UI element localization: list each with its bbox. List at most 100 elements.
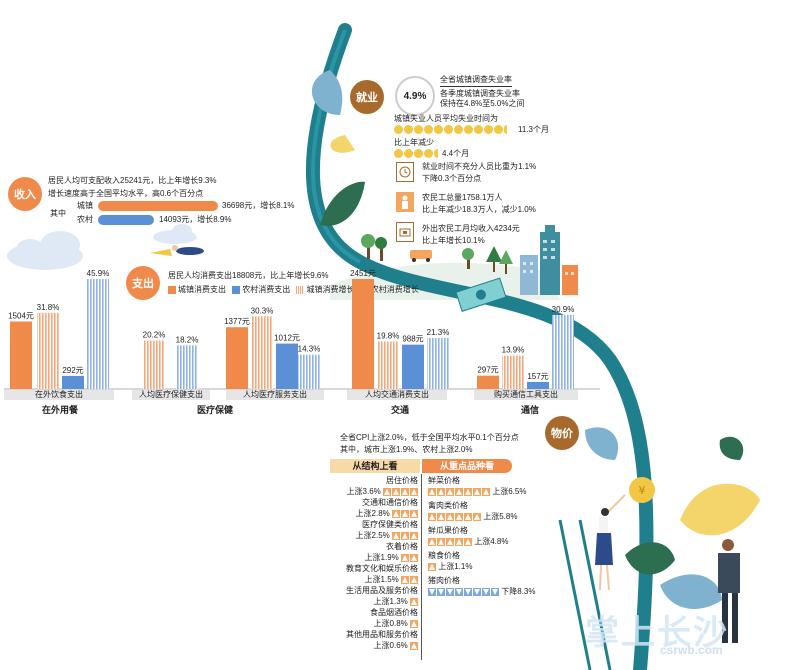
price-item-name: 交通和通信价格: [362, 498, 418, 507]
bar-rural-spend: [527, 381, 549, 389]
price-item-name: 猪肉价格: [428, 576, 460, 585]
leaf-icon: [680, 483, 760, 536]
price-up-icon: [410, 597, 418, 606]
month-dot-icon: [424, 125, 433, 134]
price-item-row: 上涨4.8%: [428, 536, 588, 547]
price-up-icon: [446, 487, 454, 496]
price-up-icon: [410, 509, 418, 518]
legend-rural-spend: 农村消费支出: [242, 285, 291, 294]
unemployment-time-dots: [394, 125, 508, 136]
income-rural-bar: [98, 215, 154, 225]
price-up-icon: [428, 512, 436, 521]
income-line1: 居民人均可支配收入25241元，比上年增长9.3%: [48, 176, 217, 185]
month-dot-icon: [394, 149, 403, 158]
month-dot-icon: [494, 125, 503, 134]
bar-value-label: 1012元: [274, 334, 300, 343]
price-item-name: 居住价格: [386, 476, 418, 485]
ladder-icon: [558, 519, 612, 670]
price-down-icon: [491, 587, 499, 596]
price-item-row: 上涨1.5%: [300, 574, 418, 585]
price-item-name: 粮食价格: [428, 551, 460, 560]
legend-swatch-urban-spend: [168, 285, 176, 294]
woman-figure-icon: [595, 494, 626, 591]
price-item-change: 下降8.3%: [499, 587, 536, 596]
reduce-time-dots: [394, 149, 439, 160]
bar-urban-spend: [226, 327, 248, 389]
unemployment-rate-circle: 4.9%: [395, 76, 435, 116]
legend-urban-spend: 城镇消费支出: [178, 285, 226, 294]
price-right-list: 鲜菜价格 上涨6.5%禽肉类价格 上涨5.8%鲜瓜果价格 上涨4.8%粮食价格 …: [428, 476, 588, 601]
reduce-time-value: 4.4个月: [442, 149, 470, 158]
bar-value-label: 30.9%: [552, 305, 575, 314]
month-dot-icon: [454, 125, 463, 134]
price-down-icon: [446, 587, 454, 596]
price-item-change: 上涨3.6%: [346, 487, 383, 496]
price-item-row: 上涨2.5%: [300, 530, 418, 541]
price-up-icon: [383, 487, 391, 496]
cloud-small-icon: [153, 224, 197, 244]
price-up-icon: [482, 487, 490, 496]
month-dot-icon: [464, 125, 473, 134]
bar-value-label: 18.2%: [176, 335, 199, 344]
leaf-icon: [719, 436, 744, 460]
bar-urban-growth: [251, 316, 273, 389]
price-up-icon: [455, 537, 463, 546]
subcat-label: 购买通信工具支出: [474, 390, 578, 400]
bar-value-label: 292元: [62, 366, 83, 375]
svg-text:¥: ¥: [639, 484, 646, 497]
legend-swatch-rural-spend: [232, 285, 241, 294]
bar-value-label: 297元: [477, 366, 498, 375]
leaf-icon: [330, 135, 355, 153]
leaf-icon: [320, 181, 365, 226]
price-item-name: 其他用品和服务价格: [346, 630, 418, 639]
coin-icon: ¥: [629, 477, 655, 503]
price-item-change: 上涨2.5%: [355, 531, 392, 540]
employment-badge: 就业: [350, 80, 384, 114]
price-item-row: 上涨2.8%: [300, 508, 418, 519]
emp-item3-line2: 比上年增长10.1%: [422, 236, 485, 245]
month-dot-icon: [474, 125, 483, 134]
price-up-icon: [410, 619, 418, 628]
bar-rural-growth: [552, 314, 574, 389]
subcat-label: 人均医疗服务支出: [226, 390, 324, 400]
price-up-icon: [464, 537, 472, 546]
tree-icon: [486, 246, 502, 272]
price-item-row: 上涨5.8%: [428, 511, 588, 522]
price-up-icon: [401, 553, 409, 562]
leaf-icon: [625, 542, 675, 575]
bar-rural-growth: [298, 354, 320, 389]
price-up-icon: [455, 512, 463, 521]
bar-value-label: 31.8%: [37, 303, 60, 312]
spend-badge: 支出: [126, 266, 160, 300]
income-urban-label: 城镇: [77, 201, 93, 210]
leaf-icon: [311, 70, 343, 115]
price-up-icon: [410, 531, 418, 540]
price-down-icon: [464, 587, 472, 596]
category-label: 交通: [390, 405, 409, 415]
price-up-icon: [446, 537, 454, 546]
bar-rural-spend: [276, 343, 298, 389]
reduce-title: 比上年减少: [394, 138, 434, 147]
month-dot-icon: [414, 125, 423, 134]
month-dot-partial-icon: [504, 125, 507, 134]
emp-item2-line1: 农民工总量1758.1万人: [422, 193, 503, 202]
price-item-row: 上涨1.9%: [300, 552, 418, 563]
bar-rural-spend: [62, 375, 84, 389]
category-label: 通信: [520, 405, 539, 415]
emp-item3-line1: 外出农民工月均收入4234元: [422, 224, 520, 233]
price-up-icon: [428, 487, 436, 496]
bar-value-label: 21.3%: [427, 328, 450, 337]
bus-icon: [410, 250, 432, 262]
emp-item1-line1: 就业时间不充分人员比重为1.1%: [422, 162, 537, 171]
legend-urban-growth: 城镇消费增长: [306, 285, 355, 294]
subcat-label: 在外饮食支出: [4, 390, 114, 400]
month-dot-icon: [484, 125, 493, 134]
month-dot-partial-icon: [434, 149, 438, 158]
price-up-icon: [410, 487, 418, 496]
price-up-icon: [410, 553, 418, 562]
price-up-icon: [464, 487, 472, 496]
price-line2: 其中，城市上涨1.9%、农村上涨2.0%: [340, 445, 473, 454]
price-up-icon: [473, 512, 481, 521]
unemployment-time-title: 城镇失业人员平均失业时间为: [394, 114, 498, 123]
